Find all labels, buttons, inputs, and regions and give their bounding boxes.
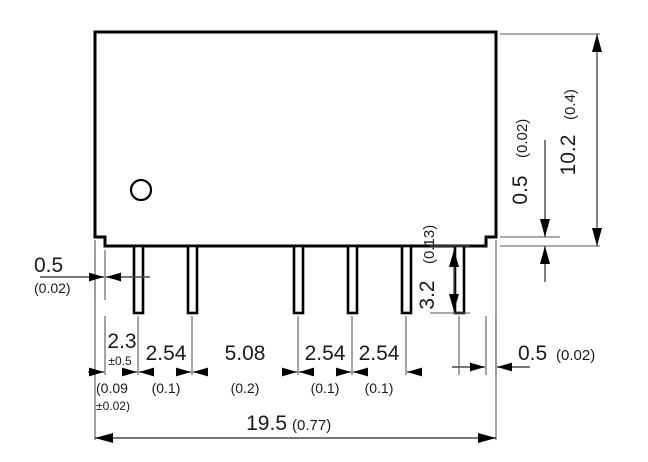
pin-2 [186,244,199,315]
dim-pitch-3-4-inch: (0.1) [311,380,340,396]
dim-left-pin-offset-inch: (0.02) [34,280,71,296]
dim-overall-height-inch: (0.4) [562,89,579,120]
dim-pitch-2-3-value: 5.08 [225,342,266,365]
pin-1 [132,244,145,315]
dim-pin1-to-edge-tolerance: ±0.5 [108,354,132,368]
dim-right-pin-offset: 0.5 (0.02) [452,342,595,372]
dim-left-pin-offset: 0.5 (0.02) [34,254,150,296]
dim-pitch-2-3-inch: (0.2) [231,380,260,396]
dim-pitch-chain: 2.3 ±0.5 (0.09 ±0.02) 2.54 (0.1) 5.08 (0… [88,330,422,413]
dim-pin1-to-edge-inch-line1: (0.09 [96,380,128,396]
dim-pitch-1-2-inch: (0.1) [152,380,181,396]
pin-3 [292,244,305,315]
dim-pitch-3-4: 2.54 (0.1) [282,342,368,396]
dim-pin1-to-edge-inch-line2: ±0.02) [96,399,130,413]
dim-pin1-to-edge-value: 2.3 [107,330,136,353]
dim-pin-length-value: 3.2 [416,280,439,309]
pin-5 [400,244,413,315]
dim-right-pin-offset-value: 0.5 [518,342,547,365]
dim-pitch-4-5-inch: (0.1) [365,380,394,396]
dim-overall-width: 19.5 (0.77) [95,412,496,443]
dim-pitch-1-2-value: 2.54 [146,342,187,365]
dim-pitch-4-5-value: 2.54 [359,342,400,365]
dim-standoff-height-inch: (0.02) [514,119,531,158]
dim-right-pin-offset-inch: (0.02) [556,347,595,364]
dim-standoff-height: 0.5 (0.02) [509,119,550,282]
package-body-outline [93,30,498,248]
dim-overall-height: 10.2 (0.4) [557,34,602,246]
dim-overall-width-value: 19.5 [246,412,287,435]
dim-overall-width-inch: (0.77) [292,417,331,434]
dim-pitch-4-5: 2.54 (0.1) [336,342,422,396]
dim-pitch-3-4-value: 2.54 [305,342,346,365]
dim-pitch-2-3: 5.08 (0.2) [176,342,314,396]
dim-pitch-1-2: 2.54 (0.1) [122,342,208,396]
dim-pin-length: 3.2 (0.13) [416,225,459,311]
dim-standoff-height-value: 0.5 [509,175,532,204]
dim-left-pin-offset-value: 0.5 [34,254,63,277]
pin-group [132,244,466,315]
dim-overall-height-value: 10.2 [557,135,580,176]
pin-1-marker-circle [129,178,153,202]
dim-pin-length-inch: (0.13) [421,225,438,264]
pin-4 [346,244,359,315]
dim-pin1-to-edge: 2.3 ±0.5 (0.09 ±0.02) [88,330,154,413]
